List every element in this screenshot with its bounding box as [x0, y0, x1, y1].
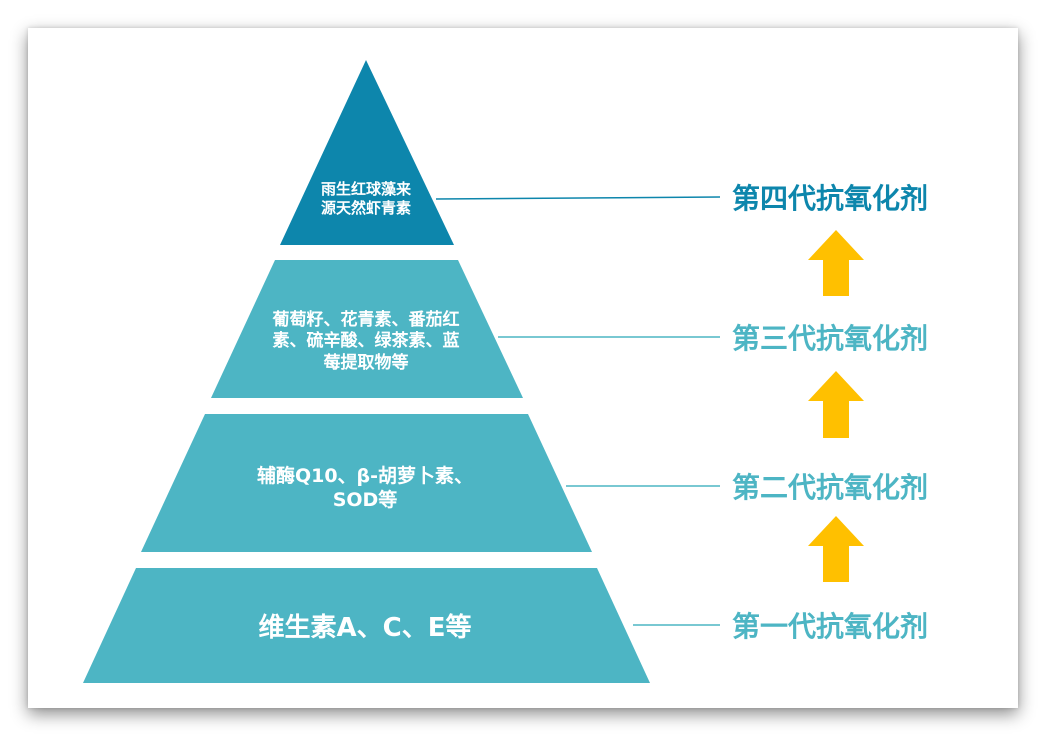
tier-4-text: 雨生红球藻来 源天然虾青素 [320, 180, 411, 217]
level-label-gen-3: 第三代抗氧化剂 [732, 322, 929, 355]
up-arrow-icon [808, 371, 864, 438]
level-label-gen-1: 第一代抗氧化剂 [732, 610, 929, 643]
up-arrow-icon [808, 230, 864, 296]
up-arrow-icon [808, 516, 864, 582]
tier-2-text: 辅酶Q10、β-胡萝卜素、 SOD等 [256, 465, 474, 511]
pyramid-tier-2 [141, 414, 592, 552]
tier-1-text: 维生素A、C、E等 [258, 613, 472, 643]
pyramid-tier-4 [280, 60, 454, 245]
level-label-gen-4: 第四代抗氧化剂 [732, 182, 929, 215]
pyramid-tier-1 [83, 568, 650, 683]
level-label-gen-2: 第二代抗氧化剂 [732, 471, 929, 504]
tier-3-text: 葡萄籽、花青素、番茄红 素、硫辛酸、绿茶素、蓝 莓提取物等 [272, 310, 460, 373]
connector-line-tier-4 [435, 196, 721, 200]
pyramid-tier-3 [211, 260, 523, 398]
